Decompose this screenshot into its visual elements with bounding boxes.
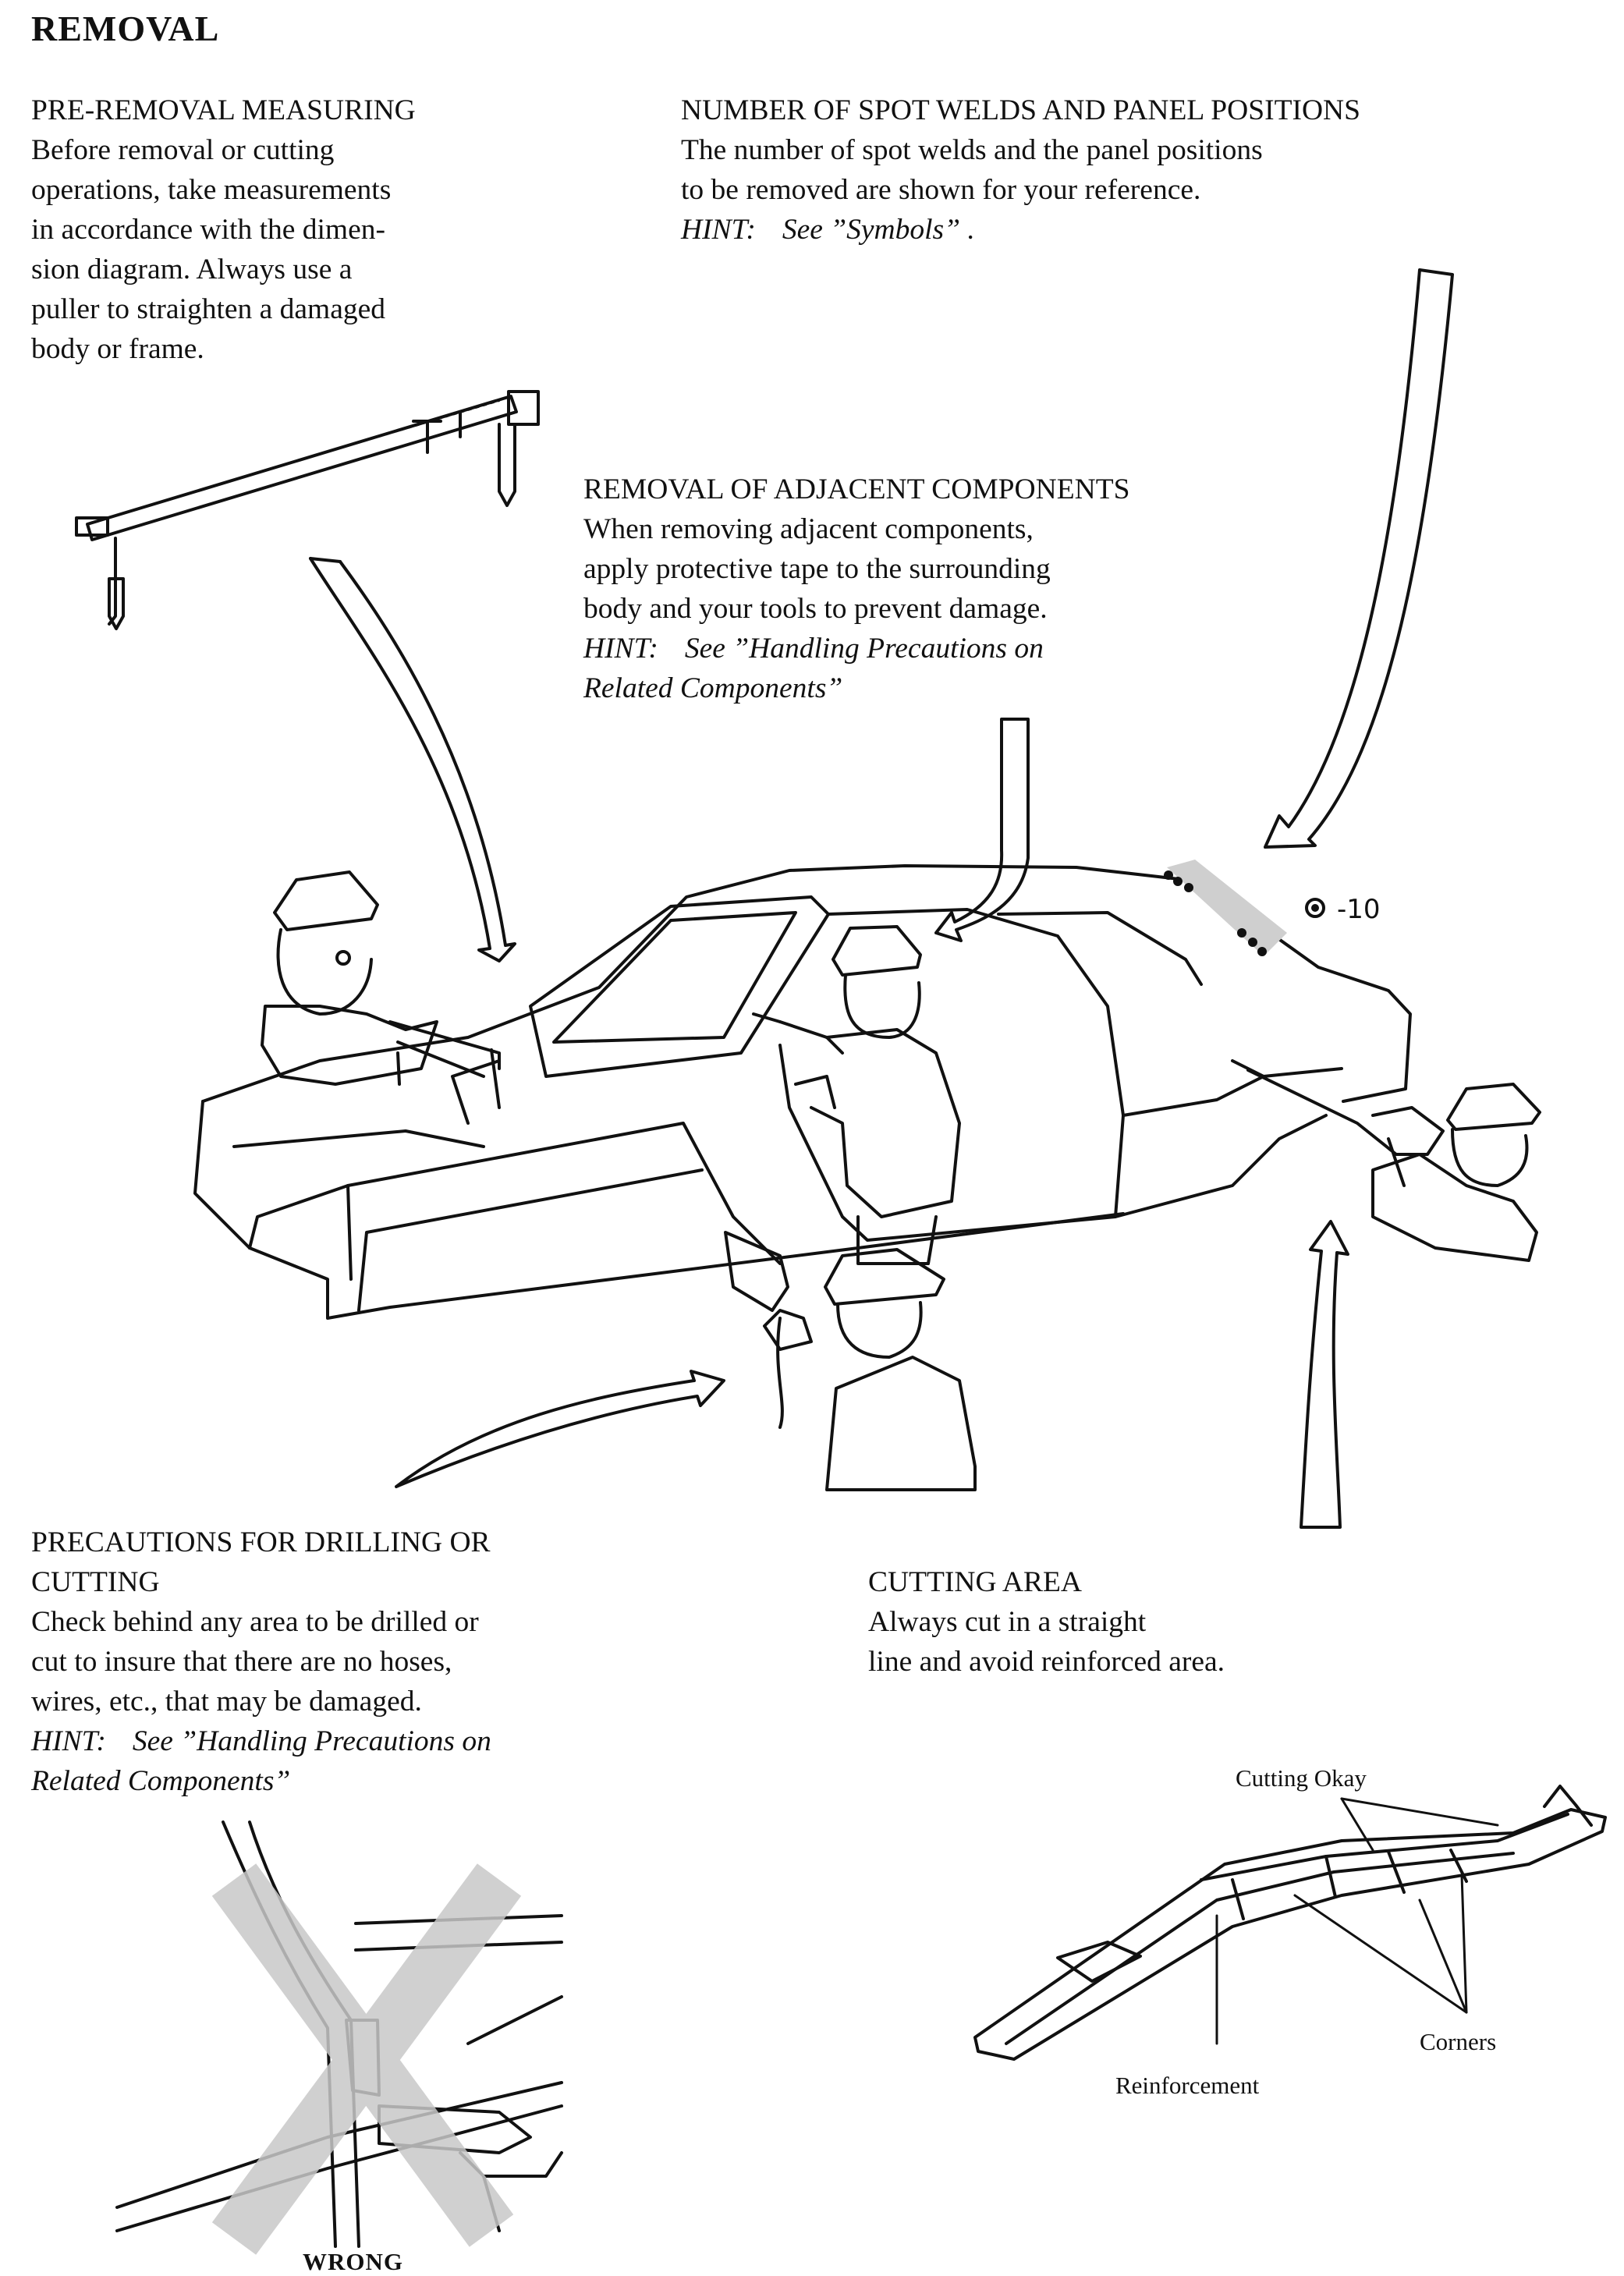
wrong-label: WRONG (303, 2248, 403, 2275)
page-title: REMOVAL (31, 9, 220, 48)
adjacent-line: body and your tools to prevent damage. (583, 593, 1048, 625)
worker-door-illustration (752, 925, 961, 1265)
pre-removal-line: operations, take measurements (31, 174, 392, 206)
drilling-section: PRECAUTIONS FOR DRILLING OR CUTTING Chec… (31, 1523, 491, 1801)
cutting-section: CUTTING AREA Always cut in a straight li… (868, 1562, 1225, 1682)
hint-label: HINT: (583, 633, 658, 665)
spot-welds-hint: HINT: See ”Symbols” . (681, 210, 1360, 250)
worker-drilling-illustration (724, 1231, 977, 1491)
pre-removal-heading: PRE-REMOVAL MEASURING (31, 94, 416, 126)
pre-removal-line: sion diagram. Always use a (31, 253, 353, 285)
wrong-cross-mark (211, 1863, 522, 2255)
corners-label: Corners (1420, 2028, 1497, 2055)
adjacent-heading: REMOVAL OF ADJACENT COMPONENTS (583, 473, 1130, 505)
spot-welds-line: The number of spot welds and the panel p… (681, 134, 1263, 166)
arrow-to-door (934, 718, 1030, 942)
measuring-gauge-illustration (75, 390, 540, 630)
cutting-heading: CUTTING AREA (868, 1566, 1082, 1598)
adjacent-section: REMOVAL OF ADJACENT COMPONENTS When remo… (583, 470, 1129, 708)
cutting-line: Always cut in a straight (868, 1606, 1147, 1638)
frame-rail-illustration (973, 1785, 1607, 2061)
worker-measuring-illustration (261, 870, 501, 1109)
hint-text: See ”Handling Precautions on (132, 1725, 491, 1757)
arrow-to-spot-welds (1264, 268, 1454, 849)
weld-count-label: -10 (1337, 894, 1381, 925)
spot-welds-line: to be removed are shown for your referen… (681, 174, 1201, 206)
hint-label: HINT: (31, 1725, 106, 1757)
worker-cutting-illustration (1231, 1059, 1541, 1262)
drilling-line: Check behind any area to be drilled or (31, 1606, 479, 1638)
pre-removal-line: puller to straighten a damaged (31, 293, 386, 325)
drilling-heading: PRECAUTIONS FOR DRILLING OR (31, 1526, 491, 1558)
adjacent-line: apply protective tape to the surrounding (583, 553, 1051, 585)
reinforcement-label: Reinforcement (1115, 2072, 1260, 2099)
drilling-hint-cont: Related Components” (31, 1765, 291, 1797)
drilling-hint: HINT: See ”Handling Precautions on (31, 1721, 491, 1761)
hint-text: See ”Symbols” . (782, 214, 975, 246)
pre-removal-section: PRE-REMOVAL MEASURING Before removal or … (31, 90, 416, 369)
arrow-to-gauge (309, 557, 516, 963)
arrow-to-drill (395, 1370, 725, 1488)
hint-label: HINT: (681, 214, 756, 246)
wrong-example-illustration (115, 1820, 563, 2248)
adjacent-hint: HINT: See ”Handling Precautions on (583, 629, 1129, 668)
spot-weld-highlight (1164, 860, 1325, 956)
adjacent-hint-cont: Related Components” (583, 672, 843, 704)
pre-removal-line: Before removal or cutting (31, 134, 335, 166)
spot-welds-heading: NUMBER OF SPOT WELDS AND PANEL POSITIONS (681, 94, 1360, 126)
spot-welds-section: NUMBER OF SPOT WELDS AND PANEL POSITIONS… (681, 90, 1360, 250)
adjacent-line: When removing adjacent components, (583, 513, 1034, 545)
pre-removal-line: in accordance with the dimen- (31, 214, 385, 246)
drilling-heading-cont: CUTTING (31, 1566, 160, 1598)
pre-removal-line: body or frame. (31, 333, 204, 365)
car-body-illustration (193, 864, 1412, 1320)
hint-text: See ”Handling Precautions on (684, 633, 1044, 665)
cutting-line: line and avoid reinforced area. (868, 1646, 1225, 1678)
drilling-line: wires, etc., that may be damaged. (31, 1686, 422, 1718)
drilling-line: cut to insure that there are no hoses, (31, 1646, 452, 1678)
arrow-to-cutter (1300, 1220, 1349, 1529)
cutting-leader-lines (1215, 1797, 1499, 2045)
cutting-okay-label: Cutting Okay (1236, 1764, 1367, 1792)
